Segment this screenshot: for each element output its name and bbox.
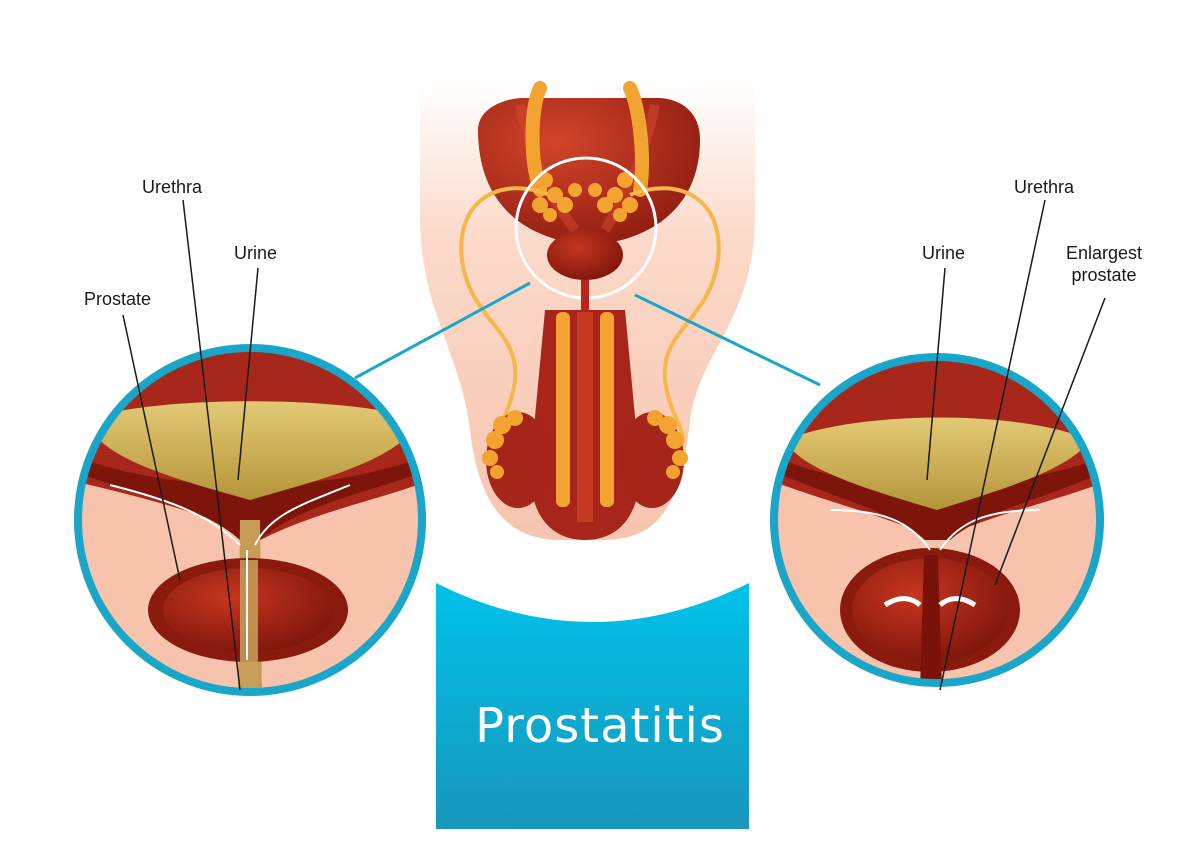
label-urine-left: Urine: [234, 243, 278, 263]
right-vas-deferens: [629, 186, 721, 451]
label-urine-right: Urine: [922, 243, 966, 263]
label-urethra-right: Urethra: [1014, 177, 1075, 197]
central-urethra: [581, 280, 589, 310]
label-enlarged-prostate: Enlargest prostate: [1066, 243, 1143, 285]
testes: [482, 410, 688, 508]
leader-lines: [122, 199, 1106, 691]
label-prostate-left: Prostate: [84, 289, 152, 309]
left-vas-deferens: [459, 186, 551, 451]
central-prostate: [547, 230, 623, 280]
left-connector: [354, 281, 531, 380]
title-box: [436, 583, 749, 829]
seminal-glands: [532, 172, 638, 222]
right-zoom-panel: [770, 353, 1104, 687]
penis: [530, 310, 640, 540]
right-ureter: [623, 81, 649, 197]
left-zoom-panel: [74, 344, 426, 696]
label-urethra-left: Urethra: [142, 177, 203, 197]
title-text: Prostatitis: [475, 698, 725, 754]
right-connector: [634, 293, 821, 387]
